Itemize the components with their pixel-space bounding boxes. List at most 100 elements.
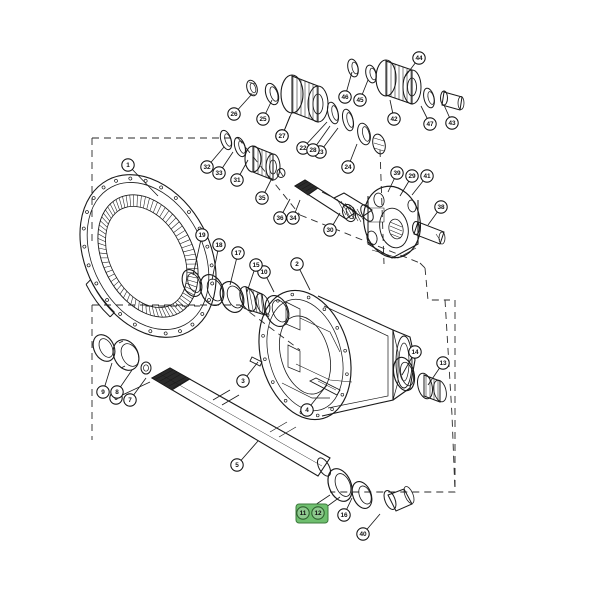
callout-24[interactable]: 24 (341, 160, 355, 174)
callout-46[interactable]: 46 (338, 90, 352, 104)
callout-39[interactable]: 39 (390, 166, 404, 180)
callout-label: 38 (437, 204, 445, 211)
callout-43[interactable]: 43 (445, 116, 459, 130)
planet-carrier-housing (363, 185, 421, 259)
callout-18[interactable]: 18 (212, 238, 226, 252)
callout-26[interactable]: 26 (227, 107, 241, 121)
callout-14[interactable]: 14 (408, 345, 422, 359)
bearing-cup-17 (219, 281, 245, 313)
callout-label: 43 (448, 120, 456, 127)
callout-12[interactable]: 12 (311, 506, 325, 520)
callout-35[interactable]: 35 (255, 191, 269, 205)
callout-label: 18 (215, 242, 223, 249)
thrust-washer-32 (219, 129, 233, 151)
callout-29[interactable]: 29 (405, 169, 419, 183)
axle-shaft (150, 367, 332, 477)
seal-ring-11 (327, 468, 353, 502)
retaining-ring-19 (181, 269, 203, 297)
snap-ring-30 (341, 203, 357, 223)
callout-44[interactable]: 44 (412, 51, 426, 65)
spacer-sleeve-40 (383, 486, 415, 512)
group-boundaries (91, 137, 456, 493)
oil-seal-12 (351, 481, 373, 509)
callout-label: 15 (252, 262, 260, 269)
callout-label: 9 (101, 389, 105, 396)
callout-label: 5 (235, 462, 239, 469)
callout-15[interactable]: 15 (249, 258, 263, 272)
callout-25[interactable]: 25 (256, 112, 270, 126)
callout-label: 27 (278, 133, 286, 140)
thrust-washer-47 (423, 87, 435, 109)
thrust-washer-25 (264, 82, 280, 106)
callout-5[interactable]: 5 (230, 458, 244, 472)
callout-label: 33 (215, 170, 223, 177)
callout-label: 39 (393, 170, 401, 177)
callout-11[interactable]: 11 (296, 506, 310, 520)
thrust-washer-28 (357, 122, 371, 146)
callout-label: 4 (305, 407, 309, 414)
seal-ring-16 (264, 295, 290, 327)
callout-bubbles: 1234567891011121314151617181921222324252… (96, 51, 459, 541)
callout-27[interactable]: 27 (275, 129, 289, 143)
callout-8[interactable]: 8 (110, 385, 124, 399)
callout-label: 14 (411, 349, 419, 356)
callout-label: 1 (126, 162, 130, 169)
callout-label: 12 (314, 510, 322, 517)
callout-13[interactable]: 13 (436, 356, 450, 370)
callout-9[interactable]: 9 (96, 385, 110, 399)
callout-label: 16 (340, 512, 348, 519)
callout-4[interactable]: 4 (300, 403, 314, 417)
callout-38[interactable]: 38 (434, 200, 448, 214)
thrust-washer-33 (233, 136, 247, 158)
callout-40[interactable]: 40 (356, 527, 370, 541)
callout-label: 24 (344, 164, 352, 171)
callout-42[interactable]: 42 (387, 112, 401, 126)
callout-label: 31 (233, 177, 241, 184)
o-ring-seal-9 (92, 334, 116, 362)
callout-36[interactable]: 36 (273, 211, 287, 225)
callout-32[interactable]: 32 (200, 160, 214, 174)
callout-33[interactable]: 33 (212, 166, 226, 180)
callout-45[interactable]: 45 (353, 93, 367, 107)
callout-label: 46 (341, 94, 349, 101)
callout-label: 35 (258, 195, 266, 202)
callout-22[interactable]: 22 (296, 141, 310, 155)
callout-17[interactable]: 17 (231, 246, 245, 260)
callout-label: 22 (299, 145, 307, 152)
callout-1[interactable]: 1 (121, 158, 135, 172)
callout-41[interactable]: 41 (420, 169, 434, 183)
callout-label: 13 (439, 360, 447, 367)
planet-gear-27 (280, 74, 329, 123)
callout-label: 26 (230, 111, 238, 118)
planet-pin-38 (412, 221, 446, 245)
callout-label: 30 (326, 227, 334, 234)
callout-2[interactable]: 2 (290, 257, 304, 271)
callout-label: 10 (260, 269, 268, 276)
callout-47[interactable]: 47 (423, 117, 437, 131)
callout-3[interactable]: 3 (236, 374, 250, 388)
roll-pin-35 (276, 168, 286, 178)
callout-label: 28 (309, 147, 317, 154)
callout-label: 3 (241, 378, 245, 385)
callout-label: 34 (289, 215, 297, 222)
snap-ring-26 (246, 79, 258, 97)
callout-label: 42 (390, 116, 398, 123)
ring-gear (79, 174, 217, 338)
callout-label: 40 (359, 531, 367, 538)
thrust-washer-22 (326, 101, 340, 125)
sun-gear-shaft (294, 179, 374, 223)
callout-28[interactable]: 28 (306, 143, 320, 157)
callout-label: 45 (356, 97, 364, 104)
callout-30[interactable]: 30 (323, 223, 337, 237)
callout-label: 7 (128, 397, 132, 404)
thrust-washer-23 (341, 108, 355, 132)
callout-19[interactable]: 19 (195, 228, 209, 242)
callout-34[interactable]: 34 (286, 211, 300, 225)
callout-16[interactable]: 16 (337, 508, 351, 522)
callout-7[interactable]: 7 (123, 393, 137, 407)
callout-label: 17 (234, 250, 242, 257)
callout-label: 25 (259, 116, 267, 123)
callout-31[interactable]: 31 (230, 173, 244, 187)
bearing-cup-8 (112, 339, 140, 371)
callout-label: 36 (276, 215, 284, 222)
